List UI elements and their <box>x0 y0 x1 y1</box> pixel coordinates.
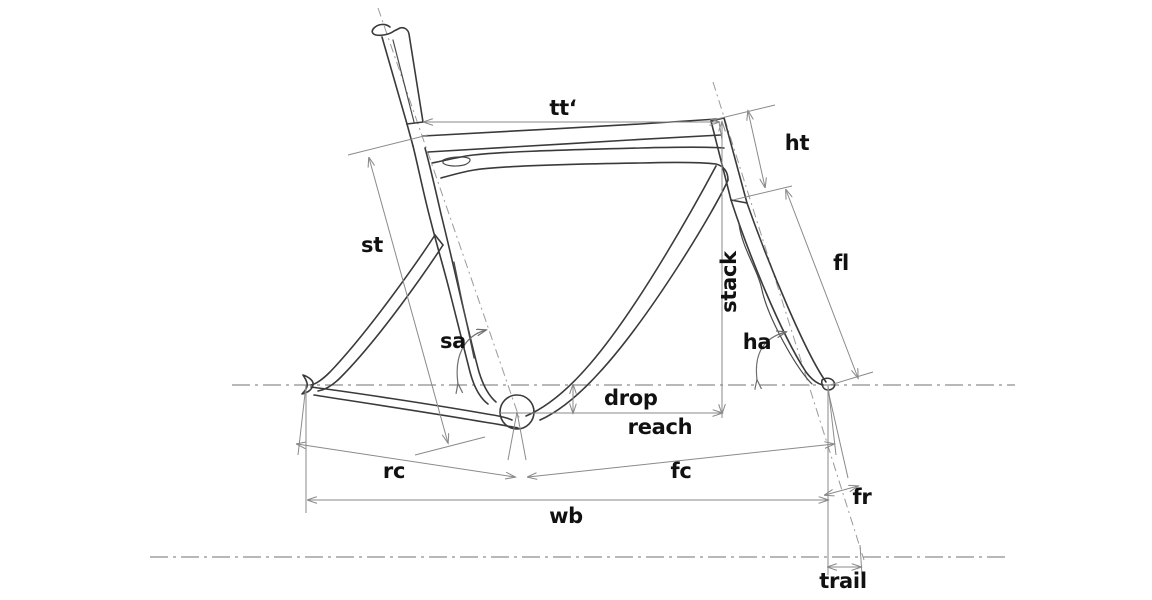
label-fr: fr <box>853 485 873 509</box>
seatpost-inner-line <box>392 39 415 123</box>
ht-extension-bottom <box>732 185 793 201</box>
reference-lines <box>150 7 1015 561</box>
st-extension-top <box>347 134 429 156</box>
dimension-st <box>347 134 486 456</box>
label-ha: ha <box>743 330 772 354</box>
dimension-rc <box>297 384 518 477</box>
frame-outline-group <box>301 23 836 430</box>
seat-stay-lower-edge <box>317 244 444 392</box>
head-tube-bottom-cap <box>730 199 748 204</box>
fr-extension-axle <box>827 389 849 479</box>
dimension-ht <box>712 104 793 201</box>
seat-stay-upper-edge <box>310 234 436 386</box>
label-fl: fl <box>833 251 849 275</box>
st-dimension-line <box>369 158 448 443</box>
fc-dimension-line <box>528 444 834 477</box>
fl-extension-bottom <box>829 371 874 386</box>
label-st: st <box>361 233 383 257</box>
label-reach: reach <box>628 415 693 439</box>
label-fc: fc <box>671 459 692 483</box>
dimension-fl <box>786 190 874 386</box>
down-tube-upper-edge <box>431 146 725 164</box>
seat-tube-upper-outline <box>406 123 414 147</box>
label-trail: trail <box>819 569 866 593</box>
fr-dimension-line <box>825 486 858 495</box>
label-sa: sa <box>440 329 466 353</box>
seatpost-outline <box>371 23 424 123</box>
sa-angle-arc <box>457 330 486 384</box>
label-stack: stack <box>717 250 741 313</box>
down-tube-rear-face <box>525 165 717 417</box>
st-extension-bottom <box>414 436 486 456</box>
head-tube-front-edge <box>723 117 748 204</box>
rc-dimension-line <box>297 444 515 477</box>
label-tt: tt‘ <box>549 96 576 120</box>
bottom-bracket-shell <box>499 394 535 430</box>
fork-leg-rear-edge <box>730 199 824 386</box>
dimension-fr <box>825 389 858 495</box>
down-tube-lower-edge <box>440 161 729 181</box>
chain-stay-lower-edge <box>313 394 519 429</box>
dimension-labels: tt‘ ht fl st sa ha stack drop reach rc f… <box>361 96 873 593</box>
seat-tube-centerline <box>377 7 521 421</box>
fc-extension-bb <box>516 411 527 461</box>
seat-tube-right-edge <box>424 147 497 403</box>
ht-dimension-line <box>748 111 765 187</box>
label-ht: ht <box>785 131 810 155</box>
seatpost-back-edge <box>381 36 408 125</box>
seat-tube-clamp-band <box>406 121 424 125</box>
fl-dimension-line <box>786 190 858 378</box>
label-rc: rc <box>383 459 405 483</box>
angle-sa <box>457 330 486 384</box>
angle-ha <box>756 332 786 380</box>
rear-dropout <box>301 374 314 395</box>
label-wb: wb <box>549 504 583 528</box>
chain-stay-upper-edge <box>310 386 513 421</box>
label-drop: drop <box>604 386 658 410</box>
ha-angle-arc <box>756 332 786 380</box>
top-tube-bottom-edge <box>427 134 722 153</box>
dimension-trail <box>828 500 862 576</box>
down-tube-front-face <box>539 179 729 421</box>
ht-extension-top <box>712 104 776 121</box>
